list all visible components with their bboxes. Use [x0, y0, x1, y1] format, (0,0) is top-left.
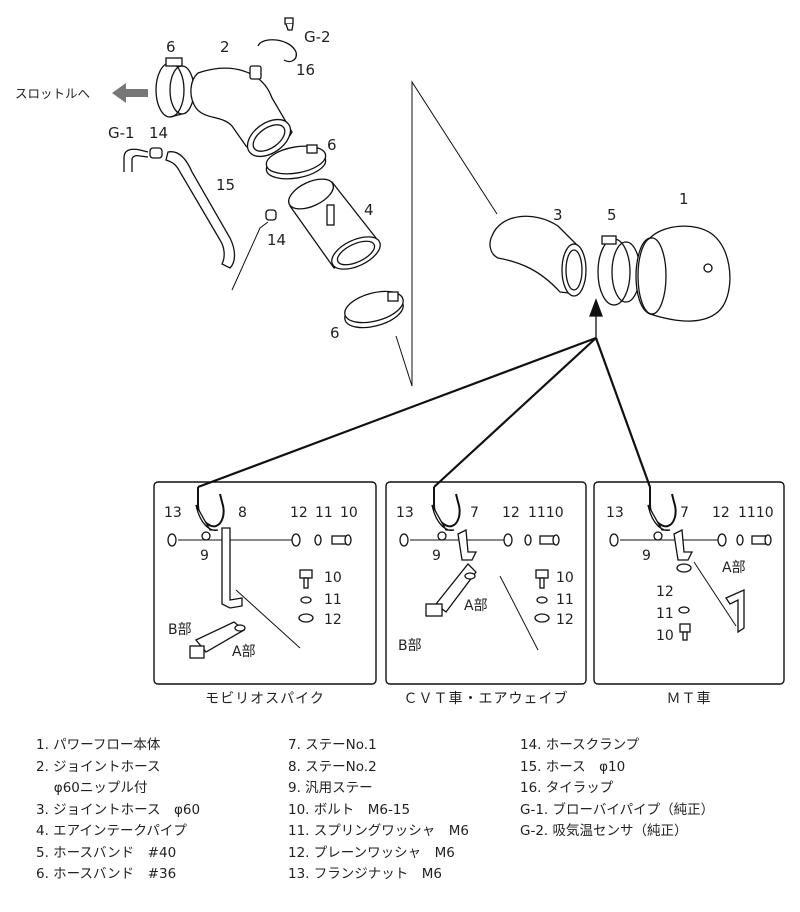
- p3-7: 7: [680, 505, 689, 521]
- legend-col2: 7. ステーNo.1 8. ステーNo.2 9. 汎用ステー 10. ボルト M…: [288, 735, 469, 886]
- callout-15: 15: [216, 176, 235, 194]
- joint-hose-2: [190, 65, 293, 158]
- throttle-arrow: [112, 83, 148, 103]
- legend-item: G-2. 吸気温センサ（純正）: [520, 823, 688, 839]
- pointer-arrow: [589, 298, 603, 338]
- legend-item: 1. パワーフロー本体: [36, 737, 161, 753]
- legend-item: 7. ステーNo.1: [288, 737, 377, 753]
- joint-hose-3: [489, 215, 587, 297]
- p2-7: 7: [470, 505, 479, 521]
- legend-item: 12. プレーンワッシャ M6: [288, 844, 455, 861]
- exploded-view-drawing: 6 2 G-2 16 スロットルへ G-1 14 6 15 4 14 6 3 5…: [15, 17, 785, 685]
- p3-13: 13: [606, 505, 624, 521]
- legend-item: G-1. ブローバイパイプ（純正）: [520, 801, 715, 818]
- callout-2: 2: [220, 38, 230, 56]
- throttle-label: スロットルへ: [15, 86, 90, 101]
- caption-mt: ＭＴ車: [666, 691, 712, 707]
- p2-1110: 1110: [528, 505, 564, 521]
- p2-s10: 10: [556, 570, 574, 586]
- p1-s10: 10: [324, 570, 342, 586]
- p2-s12: 12: [556, 612, 574, 628]
- legend-item: 14. ホースクランプ: [520, 737, 640, 753]
- p2-9: 9: [432, 548, 441, 564]
- intake-pipe-4: [288, 178, 381, 270]
- callout-3: 3: [553, 206, 563, 224]
- p2-12: 12: [502, 505, 520, 521]
- p1-10: 10: [340, 505, 358, 521]
- legend-item: 8. ステーNo.2: [288, 758, 377, 775]
- p3-s10: 10: [656, 628, 674, 644]
- p1-12: 12: [290, 505, 308, 521]
- p1-13: 13: [164, 505, 182, 521]
- caption-cvt-airwave: ＣＶＴ車・エアウェイブ: [403, 691, 569, 707]
- p3-9: 9: [642, 548, 651, 564]
- hose-band-6-middle: [265, 144, 327, 180]
- callout-14a: 14: [149, 124, 168, 142]
- power-flow-body-1: [635, 225, 731, 322]
- legend-item: 6. ホースバンド #36: [36, 866, 177, 882]
- blowby-pipe-g1: [123, 147, 163, 172]
- caption-mobilio-spike: モビリオスパイク: [205, 691, 325, 707]
- p1-11: 11: [315, 505, 333, 521]
- hose-band-5: [597, 235, 641, 306]
- legend-item: 5. ホースバンド #40: [36, 844, 177, 861]
- callout-5: 5: [607, 206, 617, 224]
- legend-item: 10. ボルト M6-15: [288, 801, 411, 818]
- legend-item: φ60ニップル付: [36, 780, 148, 796]
- legend-item: 13. フランジナット M6: [288, 866, 442, 882]
- p2-abu: A部: [464, 598, 488, 614]
- legend-item: 9. 汎用ステー: [288, 780, 373, 796]
- hose-15: [165, 151, 236, 269]
- p1-abu: A部: [232, 644, 256, 660]
- callout-g2: G-2: [304, 28, 331, 46]
- panel3-parts: [609, 487, 772, 641]
- p3-12: 12: [712, 505, 730, 521]
- panel-mt: [593, 481, 785, 685]
- callout-6b: 6: [327, 136, 337, 154]
- panel1-parts: [167, 487, 352, 659]
- legend-item: 16. タイラップ: [520, 780, 614, 796]
- legend-col1: 1. パワーフロー本体 2. ジョイントホース φ60ニップル付 3. ジョイン…: [36, 735, 200, 886]
- p3-1110: 1110: [738, 505, 774, 521]
- legend-item: 11. スプリングワッシャ M6: [288, 823, 469, 839]
- hose-band-6-top: [155, 57, 195, 118]
- p1-9: 9: [200, 548, 209, 564]
- p2-13: 13: [396, 505, 414, 521]
- callout-1: 1: [679, 190, 689, 208]
- panel2-parts: [399, 487, 560, 651]
- p1-bbu: B部: [168, 622, 192, 638]
- legend-item: 4. エアインテークパイプ: [36, 823, 187, 839]
- callout-6a: 6: [166, 38, 176, 56]
- hose-band-6-bottom: [344, 290, 404, 329]
- legend-item: 15. ホース φ10: [520, 758, 626, 775]
- p2-bbu: B部: [398, 638, 422, 654]
- legend-item: 2. ジョイントホース: [36, 758, 161, 775]
- callout-14b: 14: [267, 231, 286, 249]
- legend-col3: 14. ホースクランプ 15. ホース φ10 16. タイラップ G-1. ブ…: [520, 735, 714, 843]
- p1-8: 8: [238, 505, 247, 521]
- callout-g1: G-1: [108, 124, 135, 142]
- p3-s12: 12: [656, 584, 674, 600]
- p3-abu: A部: [722, 560, 746, 576]
- tie-wrap-16: [257, 39, 297, 63]
- panel-cvt-airwave: [385, 481, 587, 685]
- callout-4: 4: [364, 201, 374, 219]
- callout-6c: 6: [330, 324, 340, 342]
- p2-s11: 11: [556, 592, 574, 608]
- intake-temp-sensor-g2: [284, 17, 294, 31]
- legend-item: 3. ジョイントホース φ60: [36, 801, 201, 818]
- panel-mobilio-spike: [153, 481, 377, 685]
- p1-s12: 12: [324, 612, 342, 628]
- p3-s11: 11: [656, 606, 674, 622]
- hose-clamp-14: [265, 209, 277, 221]
- callout-16: 16: [296, 61, 315, 79]
- p1-s11: 11: [324, 592, 342, 608]
